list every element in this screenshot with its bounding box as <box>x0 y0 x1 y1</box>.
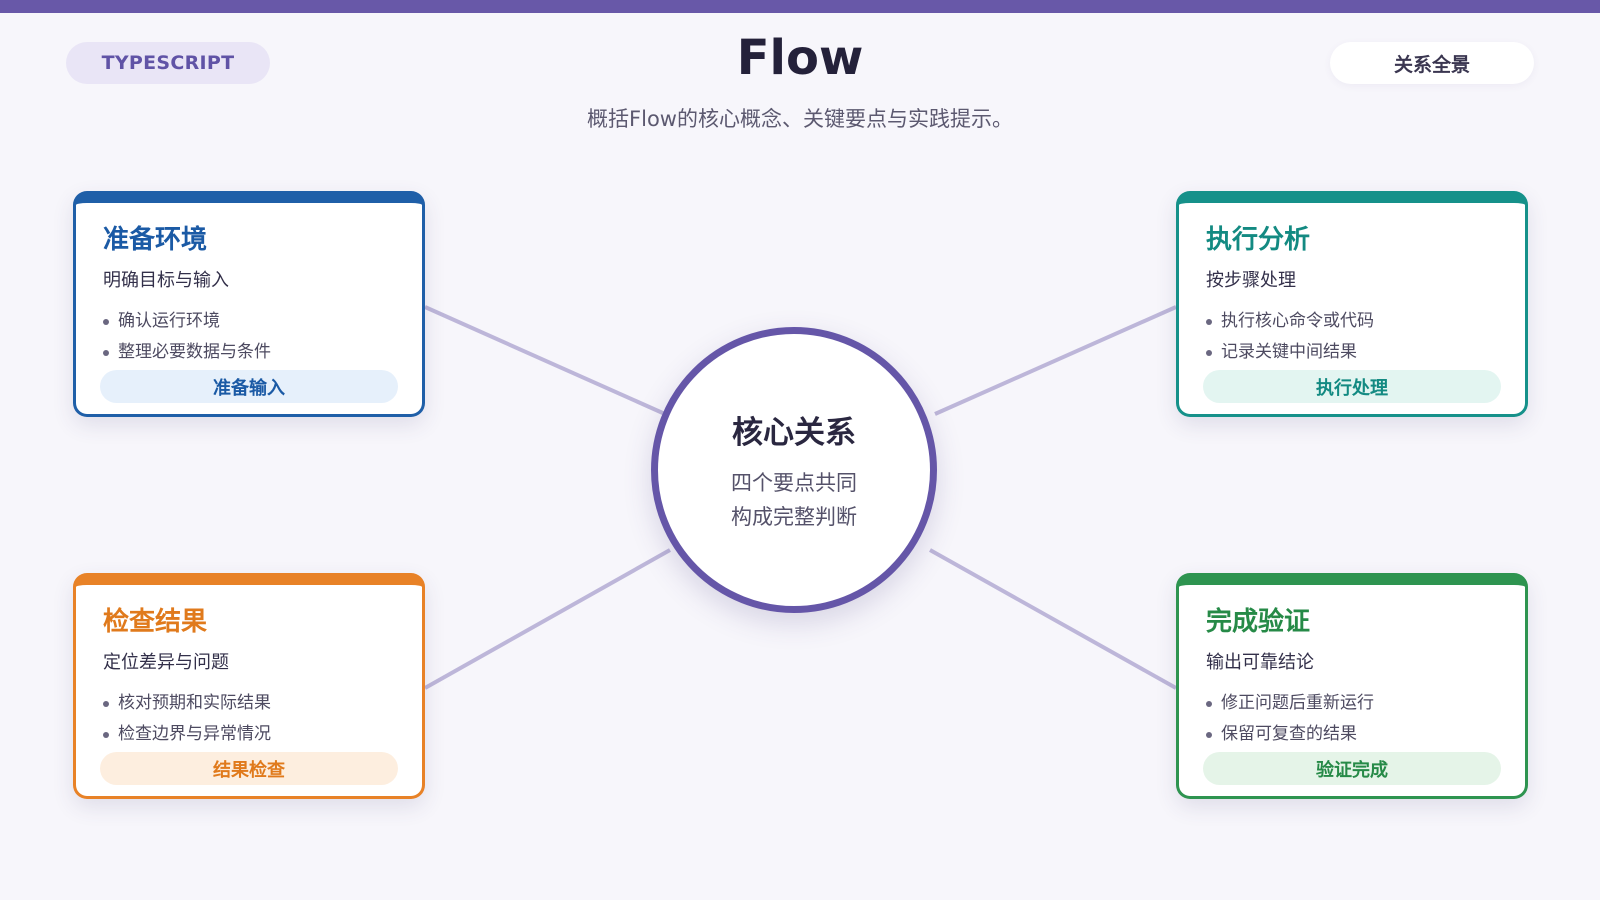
bullet-item: 记录关键中间结果 <box>1206 337 1501 368</box>
bullet-list: 核对预期和实际结果 检查边界与异常情况 <box>103 688 398 750</box>
card-subtitle: 明确目标与输入 <box>103 270 229 291</box>
bullet-item: 修正问题后重新运行 <box>1206 688 1501 719</box>
connector-execute <box>934 305 1177 416</box>
hub-title: 核心关系 <box>732 414 856 451</box>
page-subtitle: 概括Flow的核心概念、关键要点与实践提示。 <box>587 107 1013 131</box>
result-check-button[interactable]: 结果检查 <box>100 752 398 785</box>
connector-prepare <box>424 305 666 416</box>
bullet-item: 检查边界与异常情况 <box>103 719 398 750</box>
card-check: 检查结果 定位差异与问题 核对预期和实际结果 检查边界与异常情况 结果检查 <box>73 573 425 799</box>
bullet-list: 修正问题后重新运行 保留可复查的结果 <box>1206 688 1501 750</box>
overview-button[interactable]: 关系全景 <box>1330 42 1534 84</box>
card-subtitle: 定位差异与问题 <box>103 652 229 673</box>
card-title: 执行分析 <box>1206 225 1311 255</box>
bullet-item: 整理必要数据与条件 <box>103 337 398 368</box>
core-hub: 核心关系 四个要点共同 构成完整判断 <box>651 327 937 613</box>
bullet-list: 执行核心命令或代码 记录关键中间结果 <box>1206 306 1501 368</box>
bullet-item: 确认运行环境 <box>103 306 398 337</box>
page-title: Flow <box>736 30 864 86</box>
bullet-item: 核对预期和实际结果 <box>103 688 398 719</box>
card-verify: 完成验证 输出可靠结论 修正问题后重新运行 保留可复查的结果 验证完成 <box>1176 573 1528 799</box>
card-title: 准备环境 <box>103 225 208 255</box>
card-title: 检查结果 <box>103 607 208 637</box>
connector-verify <box>929 548 1177 690</box>
verify-complete-button[interactable]: 验证完成 <box>1203 752 1501 785</box>
prepare-input-button[interactable]: 准备输入 <box>100 370 398 403</box>
hub-line-1: 四个要点共同 <box>731 470 857 495</box>
connector-check <box>424 548 671 690</box>
language-tag[interactable]: TYPESCRIPT <box>66 42 270 84</box>
card-title: 完成验证 <box>1206 607 1311 637</box>
top-accent-bar <box>0 0 1600 13</box>
card-execute: 执行分析 按步骤处理 执行核心命令或代码 记录关键中间结果 执行处理 <box>1176 191 1528 417</box>
execute-process-button[interactable]: 执行处理 <box>1203 370 1501 403</box>
bullet-item: 执行核心命令或代码 <box>1206 306 1501 337</box>
card-subtitle: 按步骤处理 <box>1206 270 1296 291</box>
bullet-list: 确认运行环境 整理必要数据与条件 <box>103 306 398 368</box>
card-prepare: 准备环境 明确目标与输入 确认运行环境 整理必要数据与条件 准备输入 <box>73 191 425 417</box>
bullet-item: 保留可复查的结果 <box>1206 719 1501 750</box>
hub-line-2: 构成完整判断 <box>731 504 857 529</box>
card-subtitle: 输出可靠结论 <box>1206 652 1314 673</box>
